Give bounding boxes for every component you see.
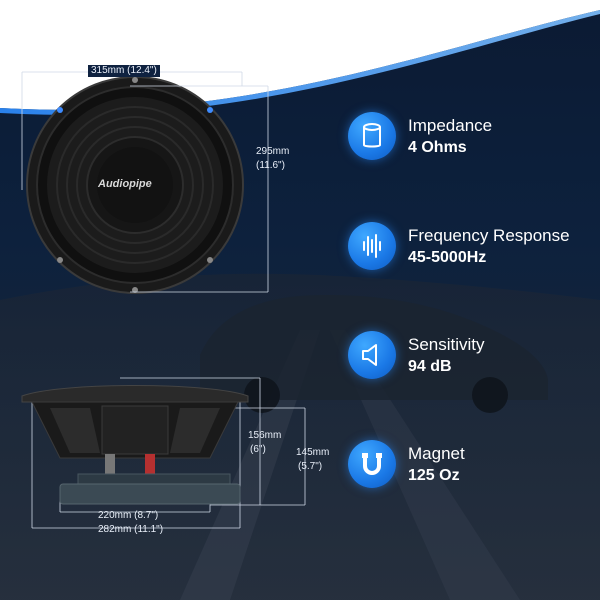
- waveform-icon: [348, 222, 396, 270]
- speaker-side-image: [21, 385, 249, 505]
- front-height-in-label: (11.6"): [256, 160, 285, 171]
- spec-frequency-response: Frequency Response 45-5000Hz: [348, 222, 588, 278]
- speaker-icon: [348, 331, 396, 379]
- side-height-b-in-label: (5.7"): [298, 461, 323, 472]
- spec-label: Impedance: [408, 116, 493, 135]
- spec-value: 94 dB: [408, 358, 452, 375]
- magnet-icon: [348, 440, 396, 488]
- base-width-b-label: 282mm (11.1"): [98, 524, 164, 535]
- spec-label: Frequency Response: [408, 226, 570, 245]
- spec-value: 4 Ohms: [408, 139, 467, 156]
- front-height-mm-label: 295mm: [256, 146, 290, 157]
- speaker-front-image: [26, 76, 244, 294]
- side-height-a-in-label: (6"): [250, 444, 266, 455]
- side-height-b-mm-label: 145mm: [296, 447, 330, 458]
- spec-impedance: Impedance 4 Ohms: [348, 112, 588, 168]
- side-height-a-mm-label: 156mm: [248, 430, 282, 441]
- front-width-label: 315mm (12.4"): [88, 65, 160, 77]
- spec-value: 45-5000Hz: [408, 249, 487, 266]
- spec-label: Sensitivity: [408, 335, 485, 354]
- spec-value: 125 Oz: [408, 467, 460, 484]
- spec-sensitivity: Sensitivity 94 dB: [348, 331, 588, 387]
- base-width-a-label: 220mm (8.7"): [98, 510, 159, 521]
- spec-magnet: Magnet 125 Oz: [348, 440, 588, 496]
- cylinder-icon: [348, 112, 396, 160]
- spec-label: Magnet: [408, 444, 465, 463]
- brand-logo: Audiopipe: [98, 178, 152, 190]
